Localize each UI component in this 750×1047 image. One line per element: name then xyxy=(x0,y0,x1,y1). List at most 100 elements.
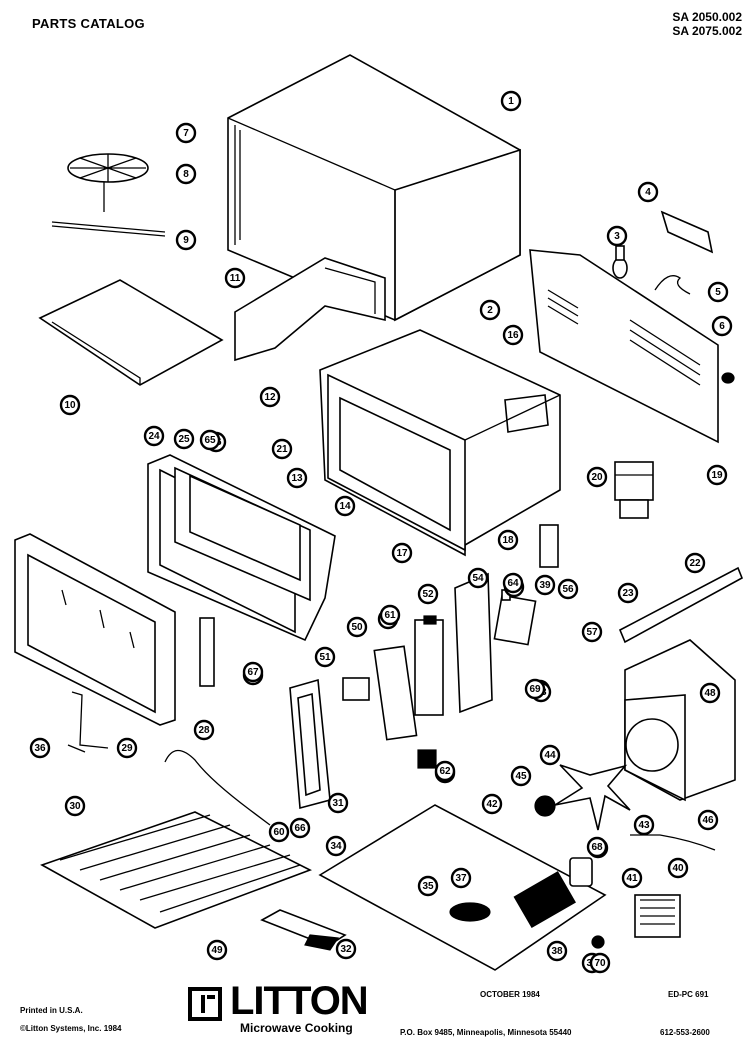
callout-number: 25 xyxy=(178,434,190,445)
callout-circle xyxy=(524,678,546,700)
callout-circle xyxy=(391,542,413,564)
callout-7: 7 xyxy=(175,122,197,144)
callout-circle xyxy=(327,792,349,814)
callout-31: 31 xyxy=(327,792,349,814)
callout-39: 39 xyxy=(534,574,556,596)
callout-circle xyxy=(706,464,728,486)
callout-29: 29 xyxy=(116,737,138,759)
callout-60: 60 xyxy=(268,821,290,843)
callout-10: 10 xyxy=(59,394,81,416)
door-choke xyxy=(289,678,331,810)
terminal-block xyxy=(260,909,347,951)
callout-number: 31 xyxy=(332,798,344,809)
callout-38: 38 xyxy=(546,940,568,962)
callout-number: 42 xyxy=(486,799,498,810)
callout-number: 19 xyxy=(711,470,723,481)
callout-circle xyxy=(621,867,643,889)
rail xyxy=(618,566,744,644)
callout-23: 23 xyxy=(617,582,639,604)
callout-circle xyxy=(467,567,489,589)
callout-circle xyxy=(586,466,608,488)
callout-circle xyxy=(479,299,501,321)
callout-circle xyxy=(64,795,86,817)
callout-67: 67 xyxy=(242,661,264,683)
callout-circle xyxy=(633,814,655,836)
callout-50: 50 xyxy=(346,616,368,638)
callout-number: 51 xyxy=(319,652,331,663)
rod-assembly xyxy=(51,221,166,237)
callout-circle xyxy=(581,621,603,643)
callout-circle xyxy=(699,682,721,704)
callout-number: 49 xyxy=(211,945,223,956)
magnetron xyxy=(614,461,654,519)
callout-number: 29 xyxy=(121,743,133,754)
callout-circle xyxy=(335,938,357,960)
callout-circle xyxy=(286,467,308,489)
foot xyxy=(721,372,735,384)
callout-number: 1 xyxy=(508,96,514,107)
callout-circle xyxy=(546,940,568,962)
callout-number: 32 xyxy=(340,944,352,955)
callout-circle xyxy=(637,181,659,203)
callout-number: 10 xyxy=(64,400,76,411)
wire-harness xyxy=(630,834,716,851)
callout-circle xyxy=(143,425,165,447)
callout-70: 70 xyxy=(589,952,611,974)
callout-13: 13 xyxy=(286,467,308,489)
callout-number: 18 xyxy=(502,535,514,546)
callout-circle xyxy=(534,574,556,596)
callout-61: 61 xyxy=(379,604,401,626)
callout-number: 40 xyxy=(672,863,684,874)
callout-12: 12 xyxy=(259,386,281,408)
callout-18: 18 xyxy=(497,529,519,551)
callout-66: 66 xyxy=(289,817,311,839)
callout-circle xyxy=(224,267,246,289)
callout-21: 21 xyxy=(271,438,293,460)
callout-34: 34 xyxy=(325,835,347,857)
callout-circle xyxy=(450,867,472,889)
callout-number: 13 xyxy=(291,473,303,484)
callout-number: 69 xyxy=(529,684,541,695)
callout-circle xyxy=(173,428,195,450)
callout-circle xyxy=(417,875,439,897)
callout-circle xyxy=(502,324,524,346)
callout-number: 35 xyxy=(422,881,434,892)
callout-circle xyxy=(259,386,281,408)
callout-number: 3 xyxy=(614,231,620,242)
callout-circle xyxy=(417,583,439,605)
callout-number: 8 xyxy=(183,169,189,180)
brand-subtitle: Microwave Cooking xyxy=(240,1021,353,1035)
printed-note: Printed in U.S.A. xyxy=(20,1006,83,1015)
postal-address: P.O. Box 9485, Minneapolis, Minnesota 55… xyxy=(400,1028,572,1037)
callout-number: 66 xyxy=(294,823,306,834)
callout-2: 2 xyxy=(479,299,501,321)
callout-57: 57 xyxy=(581,621,603,643)
fan-motor xyxy=(534,764,631,831)
callout-circle xyxy=(539,744,561,766)
callout-circle xyxy=(346,616,368,638)
callout-46: 46 xyxy=(697,809,719,831)
callout-number: 60 xyxy=(273,827,285,838)
callout-number: 50 xyxy=(351,622,363,633)
callout-49: 49 xyxy=(206,939,228,961)
callout-circle xyxy=(289,817,311,839)
callout-circle xyxy=(271,438,293,460)
callout-69: 69 xyxy=(524,678,546,700)
callout-6: 6 xyxy=(711,315,733,337)
callout-11: 11 xyxy=(224,267,246,289)
callout-number: 62 xyxy=(439,766,451,777)
callout-number: 14 xyxy=(339,501,351,512)
callout-4: 4 xyxy=(637,181,659,203)
callout-circle xyxy=(199,429,221,451)
callout-number: 21 xyxy=(276,444,288,455)
callout-number: 2 xyxy=(487,305,493,316)
callout-number: 64 xyxy=(507,578,519,589)
callout-number: 46 xyxy=(702,815,714,826)
callout-number: 34 xyxy=(330,841,342,852)
callout-number: 37 xyxy=(455,873,467,884)
callout-14: 14 xyxy=(334,495,356,517)
page-title: PARTS CATALOG xyxy=(32,16,145,31)
callout-circle xyxy=(206,939,228,961)
callout-circle xyxy=(434,760,456,782)
